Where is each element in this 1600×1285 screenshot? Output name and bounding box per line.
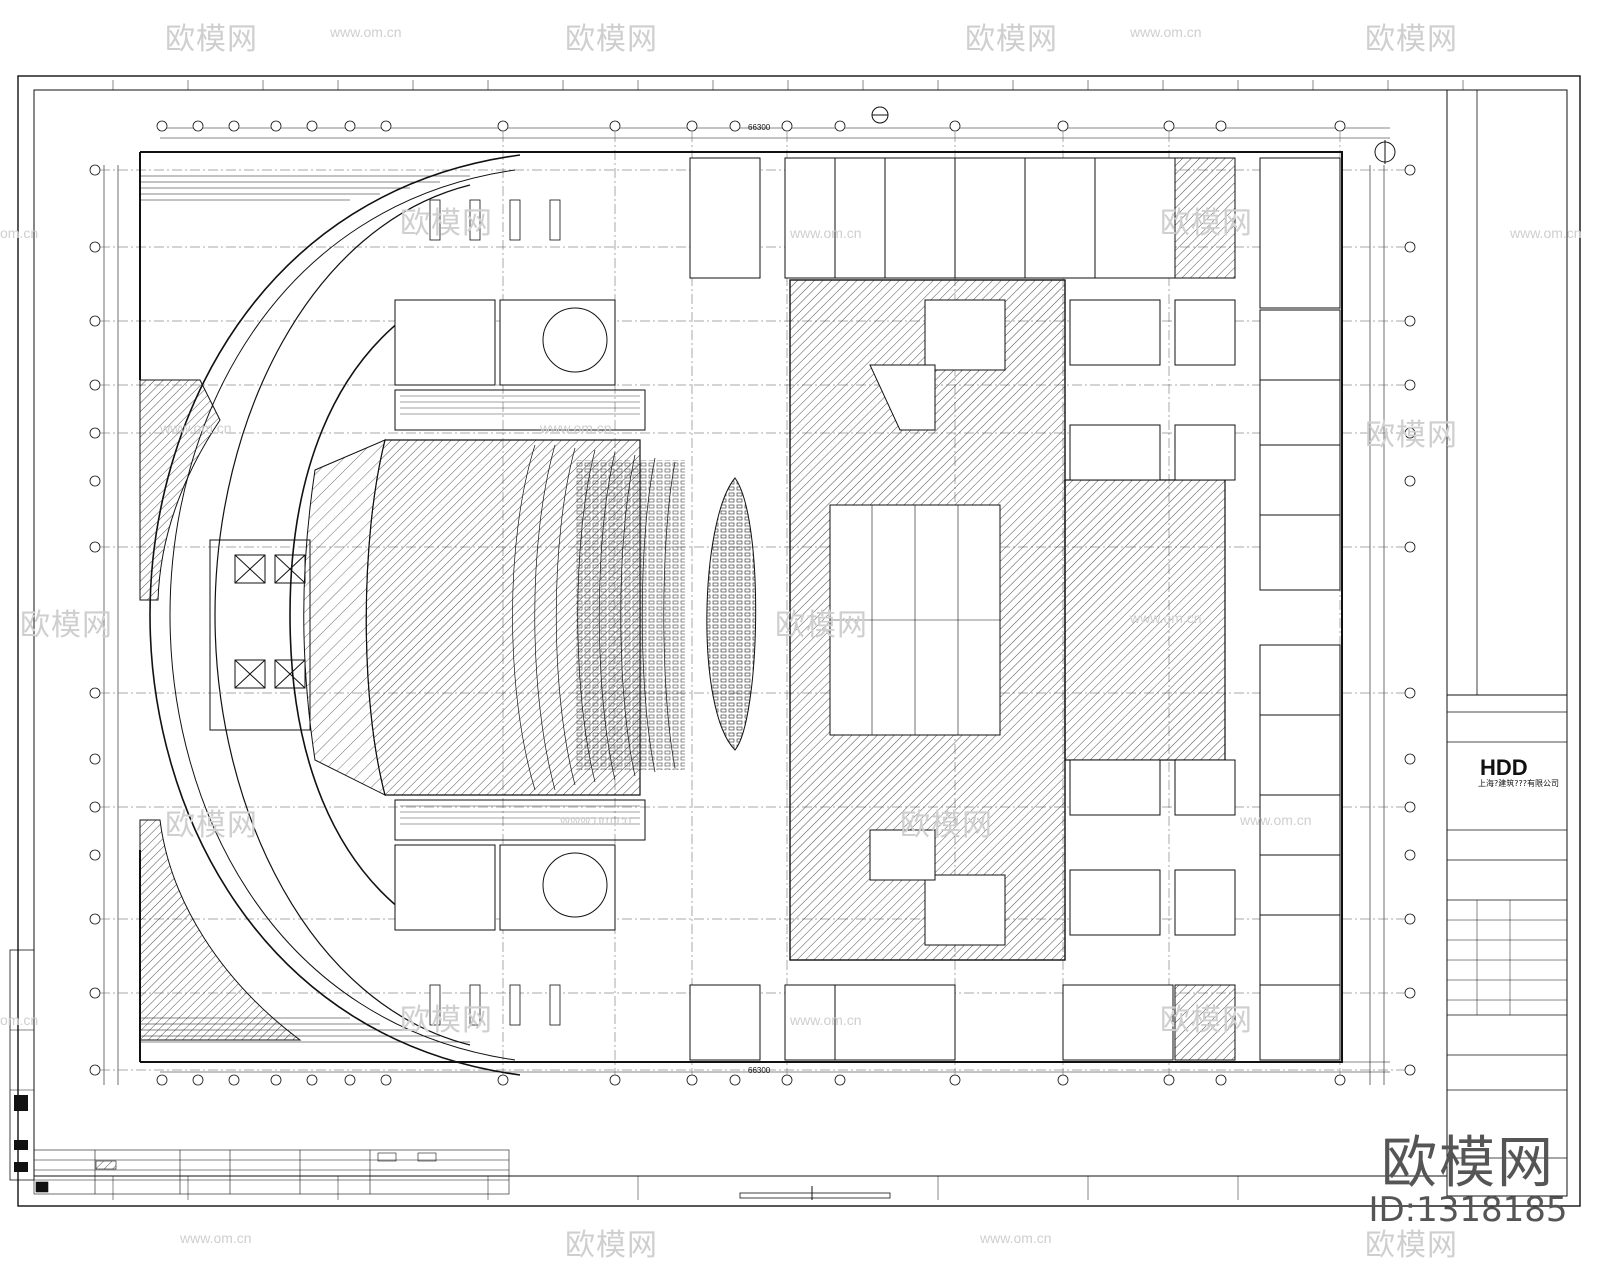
sheet-border-outer — [17, 75, 1581, 1207]
section-marker — [871, 106, 889, 124]
backstage-area — [1064, 479, 1226, 761]
right-room-column — [1069, 299, 1341, 986]
outdoor-steps-bottom — [140, 1017, 470, 1043]
corridors — [394, 389, 646, 841]
top-grid-ticks — [112, 80, 1464, 1200]
stage-tower-bottom — [924, 874, 1006, 946]
orchestra-seating — [706, 477, 757, 751]
hatched-zone-left-bottom — [139, 819, 302, 1041]
row-axis-bubbles — [89, 164, 1416, 1076]
lounge-bottom — [542, 852, 608, 918]
hatched-zone-left-top — [139, 379, 221, 601]
plaza-columns — [429, 199, 561, 1026]
curved-facade — [149, 154, 521, 1076]
outdoor-steps-top — [140, 175, 470, 201]
company-logo: HDD — [1480, 755, 1528, 780]
bottom-dimension-total: 66300 — [748, 1066, 771, 1075]
title-block-frame — [1446, 89, 1568, 1197]
revision-strip — [9, 949, 35, 1181]
entrance-lobby — [209, 539, 311, 731]
north-arrow — [1374, 140, 1396, 164]
brand-name: 欧模网 — [1381, 1131, 1555, 1196]
stage-lift-grid — [830, 505, 1000, 735]
top-dimension-total: 66300 — [748, 123, 771, 132]
scale-bar — [739, 1192, 891, 1199]
title-block-signature-rows — [1447, 900, 1567, 1015]
stage-stair-bottom — [869, 829, 936, 881]
legend-table — [33, 1149, 510, 1195]
company-name: 上海?建筑???有限公司 — [1478, 779, 1559, 788]
stage-stair-top — [869, 364, 936, 431]
seating-block-center — [575, 460, 685, 770]
restroom-blocks — [394, 299, 616, 931]
bottom-room-row — [689, 984, 1341, 1061]
top-room-row — [689, 157, 1341, 309]
column-axis-bubbles — [156, 120, 1346, 1086]
lounge-top — [542, 307, 608, 373]
brand-id: ID:1318185 — [1368, 1190, 1568, 1230]
corridor-stripes — [400, 395, 640, 825]
stage-tower-top — [924, 299, 1006, 371]
